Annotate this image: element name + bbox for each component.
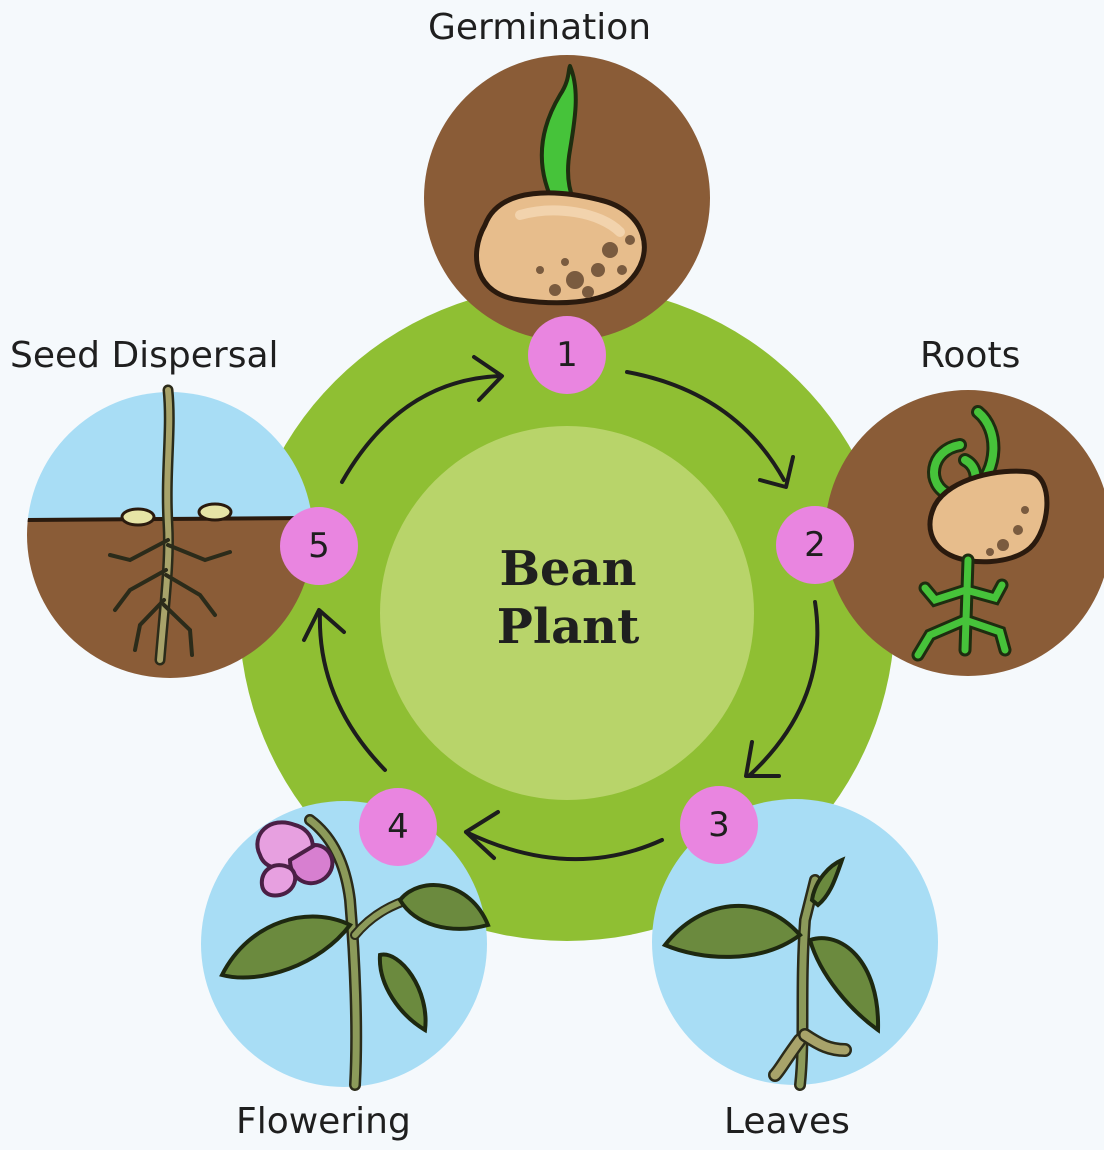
- dispersed-seed-left: [122, 509, 154, 525]
- dispersed-seed-right: [199, 504, 231, 520]
- stage-label-roots: Roots: [920, 338, 1020, 374]
- center-title-line-1: Bean: [468, 540, 668, 598]
- germination-illustration: [424, 55, 710, 341]
- stage-badge-1: 1: [528, 316, 606, 394]
- stage-badge-3: 3: [680, 786, 758, 864]
- stage-badge-2: 2: [776, 506, 854, 584]
- stage-badge-5: 5: [280, 507, 358, 585]
- center-title-line-2: Plant: [468, 598, 668, 656]
- stage-badge-4: 4: [359, 788, 437, 866]
- stage-label-seed-dispersal: Seed Dispersal: [10, 338, 279, 374]
- stage-label-germination: Germination: [428, 10, 651, 46]
- flowering-illustration: [201, 801, 488, 1087]
- stage-label-leaves: Leaves: [724, 1104, 850, 1140]
- center-title: Bean Plant: [468, 540, 668, 656]
- roots-illustration: [825, 390, 1104, 676]
- stage-label-flowering: Flowering: [236, 1104, 411, 1140]
